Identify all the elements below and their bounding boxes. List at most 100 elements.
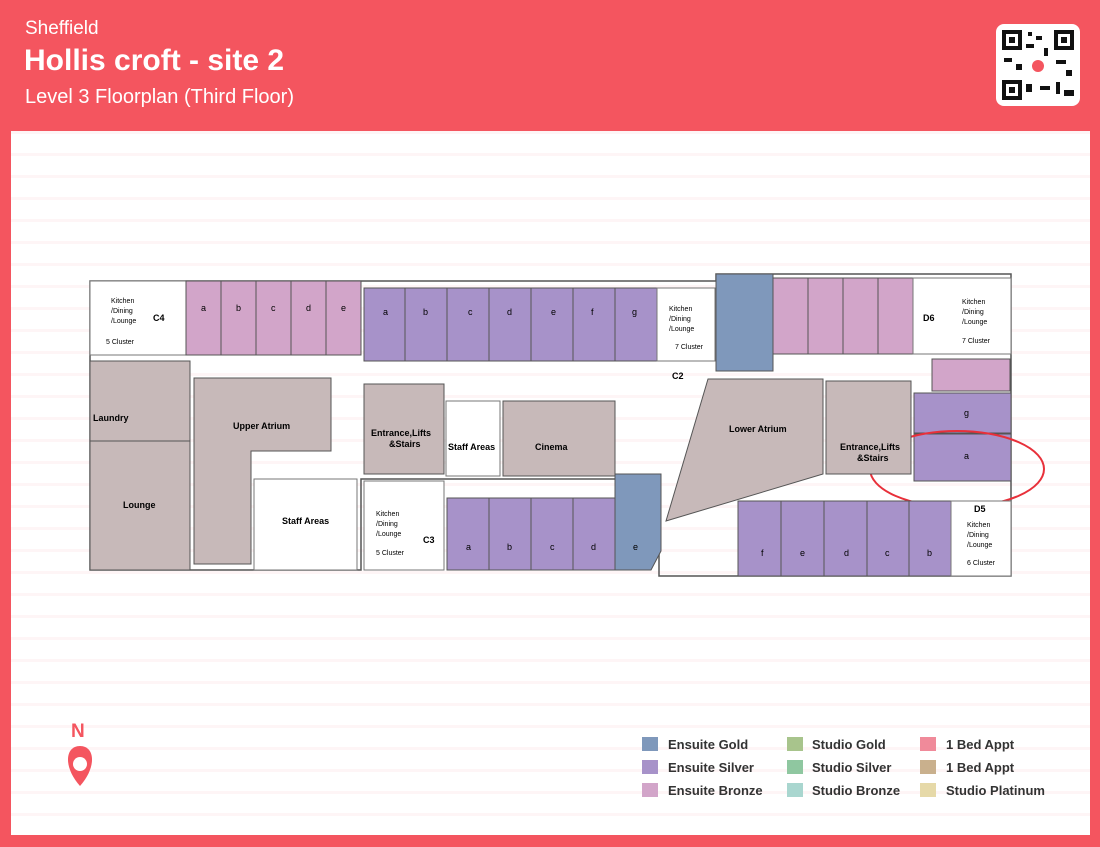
legend-swatch-ensuite-bronze [642,783,658,797]
staff-areas-bottom-label: Staff Areas [282,516,329,526]
legend-swatch-studio-platinum [920,783,936,797]
page-title: Hollis croft - site 2 [24,44,285,77]
kitchen-d5 [950,500,1012,577]
legend-swatch-ensuite-gold [642,737,658,751]
lounge-room [89,440,191,571]
entrance-left [363,383,445,475]
unit-d5-f: f [761,548,764,558]
legend-studio-gold: Studio Gold [812,737,886,752]
entrance-left-l2: &Stairs [389,439,421,449]
entrance-right [825,380,912,475]
unit-c4-a: a [201,303,206,313]
d6-small-unit [931,358,1011,392]
unit-c2-b: b [423,307,428,317]
lounge-label: Lounge [123,500,156,510]
unit-c3-e: e [633,542,638,552]
kitchen-c4-label-3: /Lounge [111,318,136,325]
kitchen-d5-l1: Kitchen [967,522,990,529]
unit-c2-e: e [551,307,556,317]
kitchen-c3-l2: /Dining [376,521,398,528]
d6-ensuite-gold-unit [715,273,774,372]
floorplan-panel: Kitchen /Dining /Lounge C4 5 Cluster a b… [11,131,1090,835]
entrance-right-l1: Entrance,Lifts [840,442,900,452]
kitchen-d6-l2: /Dining [962,309,984,316]
c3-unit-e [614,473,662,571]
unit-c4-b: b [236,303,241,313]
unit-c2-a: a [383,307,388,317]
floorplan[interactable]: Kitchen /Dining /Lounge C4 5 Cluster a b… [11,131,1090,835]
qr-code[interactable] [996,24,1080,106]
kitchen-c2-l2: /Dining [669,316,691,323]
unit-d5-b: b [927,548,932,558]
cluster-c4-size: 5 Cluster [106,339,135,346]
kitchen-c4 [89,280,187,356]
c3-units: a b c d [446,497,616,571]
kitchen-c4-label-2: /Dining [111,308,133,315]
cluster-d5-size: 6 Cluster [967,560,996,567]
legend-studio-platinum: Studio Platinum [946,783,1045,798]
kitchen-c2-l3: /Lounge [669,326,694,333]
c2-units: a b c d e f g [363,287,658,362]
unit-c4-d: d [306,303,311,313]
legend-studio-bronze: Studio Bronze [812,783,901,798]
unit-d6-a: a [964,451,969,461]
legend-swatch-ensuite-silver [642,760,658,774]
unit-c3-d: d [591,542,596,552]
laundry-room [89,360,191,442]
kitchen-c3 [363,480,445,571]
legend-swatch-1-bed-appt-pink [920,737,936,751]
legend-swatch-studio-silver [787,760,803,774]
qr-code-graphic [1002,30,1074,100]
d6-unit-g [913,392,1012,434]
kitchen-d5-l3: /Lounge [967,542,992,549]
north-compass-icon: N [67,721,93,786]
legend-swatch-studio-bronze [787,783,803,797]
unit-d5-d: d [844,548,849,558]
lower-atrium-label: Lower Atrium [729,424,787,434]
staff-areas-bottom [253,478,358,571]
unit-c3-a: a [466,542,471,552]
unit-d5-c: c [885,548,890,558]
upper-atrium-label: Upper Atrium [233,421,290,431]
unit-c4-e: e [341,303,346,313]
legend-1-bed-appt: 1 Bed Appt [946,760,1015,775]
laundry-label: Laundry [93,413,129,423]
legend-ensuite-gold: Ensuite Gold [668,737,749,752]
cluster-c3-code: C3 [423,535,435,545]
kitchen-c3-l1: Kitchen [376,511,399,518]
cinema-room [502,400,616,477]
unit-c3-b: b [507,542,512,552]
kitchen-d6-l1: Kitchen [962,299,985,306]
legend-ensuite-bronze: Ensuite Bronze [668,783,763,798]
staff-areas-top [445,400,501,477]
cluster-d6-size: 7 Cluster [962,338,991,345]
kitchen-c4-label: Kitchen [111,298,134,305]
cinema-label: Cinema [535,442,569,452]
lower-atrium [665,378,824,522]
legend-studio-silver: Studio Silver [812,760,892,775]
cluster-c3-size: 5 Cluster [376,550,405,557]
kitchen-c2 [656,287,716,362]
cluster-c2-size: 7 Cluster [675,344,704,351]
cluster-c4-code: C4 [153,313,165,323]
compass-letter: N [71,721,85,742]
entrance-left-l1: Entrance,Lifts [371,428,431,438]
header-city: Sheffield [25,18,99,39]
unit-c4-c: c [271,303,276,313]
staff-areas-top-label: Staff Areas [448,442,495,452]
legend-swatch-studio-gold [787,737,803,751]
kitchen-c2-l1: Kitchen [669,306,692,313]
c4-units: a b c d e [185,280,362,356]
unit-d5-e: e [800,548,805,558]
unit-c2-g: g [632,307,637,317]
entrance-right-l2: &Stairs [857,453,889,463]
d6-bronze-units [772,277,914,355]
kitchen-d6-l3: /Lounge [962,319,987,326]
unit-c2-f: f [591,307,594,317]
d6-unit-a [913,433,1012,482]
unit-d6-g: g [964,408,969,418]
kitchen-d5-l2: /Dining [967,532,989,539]
unit-c2-c: c [468,307,473,317]
page-subtitle: Level 3 Floorplan (Third Floor) [25,86,294,108]
cluster-d5-code: D5 [974,504,986,514]
